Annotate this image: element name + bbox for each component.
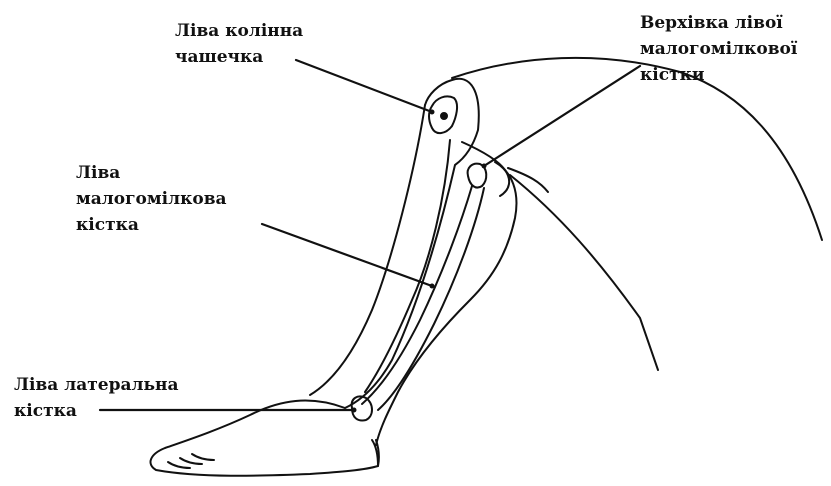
label-fibula-line1: Ліва <box>76 160 227 186</box>
label-fibula-head: Верхівка лівої малогомілкової кістки <box>640 10 797 88</box>
shin-anterior-outline <box>310 105 425 395</box>
pointer-tip-fibula-head <box>482 164 487 169</box>
label-patella-line1: Ліва колінна <box>175 18 303 44</box>
patella-marker <box>441 113 447 119</box>
label-fibula-head-line1: Верхівка лівої <box>640 10 797 36</box>
label-lateral-line1: Ліва латеральна <box>14 372 178 398</box>
label-fibula-head-line3: кістки <box>640 62 797 88</box>
pointer-tip-patella <box>430 110 435 115</box>
label-patella: Ліва колінна чашечка <box>175 18 303 70</box>
pointer-fibula-head <box>484 66 640 166</box>
calf-back-outline <box>510 175 658 370</box>
label-lateral: Ліва латеральна кістка <box>14 372 178 424</box>
label-fibula-line2: малогомілкова <box>76 186 227 212</box>
fibula-shaft-back <box>378 188 484 410</box>
foot-outline <box>150 401 378 476</box>
pointer-tip-fibula <box>430 284 435 289</box>
label-fibula: Ліва малогомілкова кістка <box>76 160 227 238</box>
label-fibula-line3: кістка <box>76 212 227 238</box>
label-lateral-line2: кістка <box>14 398 178 424</box>
label-patella-line2: чашечка <box>175 44 303 70</box>
pointer-tip-lateral <box>352 408 357 413</box>
label-fibula-head-line2: малогомілкової <box>640 36 797 62</box>
pointer-patella <box>296 60 432 112</box>
shin-front-outline <box>345 79 479 408</box>
pointer-fibula <box>262 224 432 286</box>
toe-lines <box>168 454 214 468</box>
